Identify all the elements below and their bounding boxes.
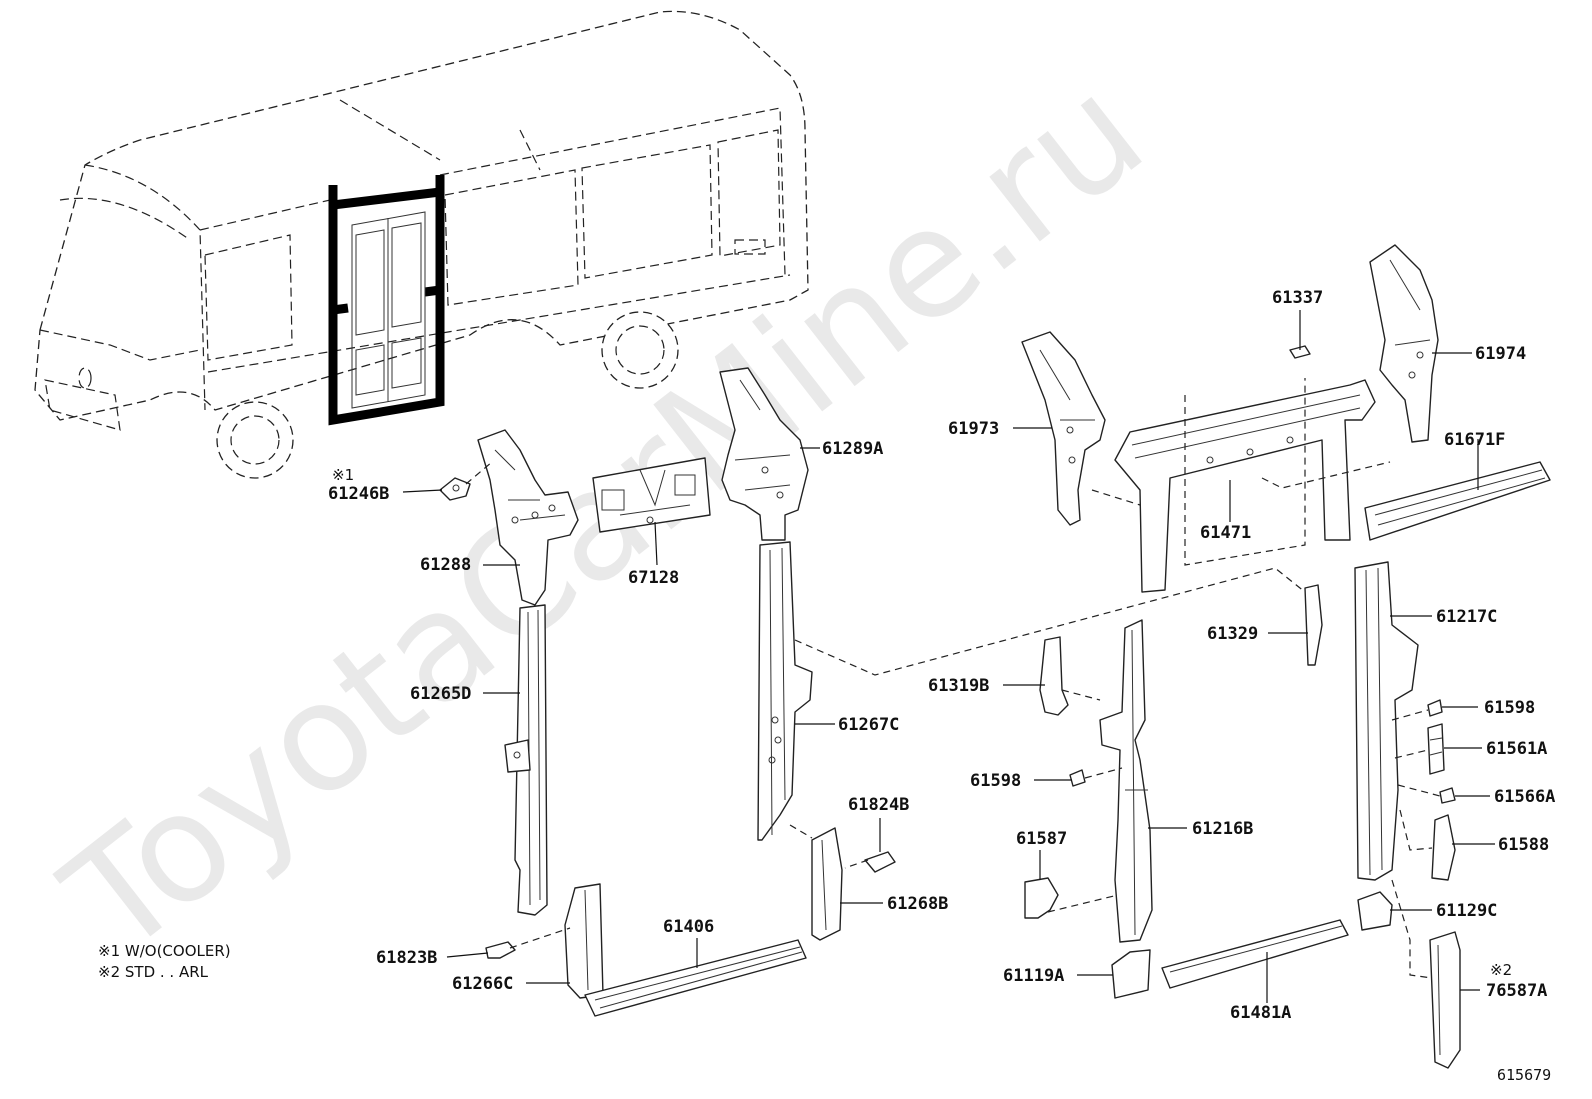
part-labels: ※1 61246B 61288 61265D 61823B 61266C 671… xyxy=(98,288,1555,1084)
part-61329 xyxy=(1304,584,1323,666)
note-2: ※2 STD . . ARL xyxy=(98,963,209,981)
label-61481A: 61481A xyxy=(1230,1003,1291,1023)
label-61329: 61329 xyxy=(1207,624,1258,644)
part-61561A xyxy=(1427,723,1445,775)
label-61319B: 61319B xyxy=(928,676,989,696)
part-61129C xyxy=(1357,891,1393,931)
part-61566A xyxy=(1439,787,1456,804)
label-61824B: 61824B xyxy=(848,795,909,815)
part-61266C xyxy=(564,883,604,999)
part-61217C xyxy=(1354,561,1419,881)
part-61289A xyxy=(719,367,809,541)
part-61671F xyxy=(1364,461,1551,541)
part-61406 xyxy=(584,939,807,1017)
label-61216B: 61216B xyxy=(1192,819,1253,839)
label-61268B: 61268B xyxy=(887,894,948,914)
label-61588: 61588 xyxy=(1498,835,1549,855)
label-61973: 61973 xyxy=(948,419,999,439)
label-61337: 61337 xyxy=(1272,288,1323,308)
part-61265D xyxy=(504,604,548,916)
part-61824B xyxy=(864,851,896,873)
label-61246B: 61246B xyxy=(328,484,389,504)
part-76587A xyxy=(1429,931,1461,1069)
label-61406: 61406 xyxy=(663,917,714,937)
part-61246B xyxy=(439,477,471,501)
part-61598-right xyxy=(1427,699,1443,717)
part-61268B xyxy=(811,827,843,941)
label-61561A: 61561A xyxy=(1486,739,1547,759)
label-61288: 61288 xyxy=(420,555,471,575)
label-61974: 61974 xyxy=(1475,344,1526,364)
label-61266C: 61266C xyxy=(452,974,513,994)
label-61267C: 61267C xyxy=(838,715,899,735)
label-61598-right: 61598 xyxy=(1484,698,1535,718)
leader-lines xyxy=(402,310,1495,1003)
assembly-lines xyxy=(465,378,1441,979)
part-61119A xyxy=(1111,949,1151,999)
label-61217C: 61217C xyxy=(1436,607,1497,627)
part-67128 xyxy=(592,457,711,533)
note-mark-1: ※1 xyxy=(332,466,354,484)
part-61823B xyxy=(485,941,516,959)
figure-reference: 615679 xyxy=(1497,1066,1551,1084)
label-61598-left: 61598 xyxy=(970,771,1021,791)
part-61481A xyxy=(1161,919,1349,989)
part-61319B xyxy=(1039,636,1069,716)
part-61267C xyxy=(757,541,813,841)
label-76587A: 76587A xyxy=(1486,981,1547,1001)
part-61974 xyxy=(1369,244,1439,443)
label-61823B: 61823B xyxy=(376,948,437,968)
label-61587: 61587 xyxy=(1016,829,1067,849)
label-61289A: 61289A xyxy=(822,439,883,459)
bus-illustration xyxy=(34,10,809,479)
part-61973 xyxy=(1021,331,1106,526)
label-67128: 67128 xyxy=(628,568,679,588)
part-61598-left xyxy=(1069,769,1086,787)
label-61566A: 61566A xyxy=(1494,787,1555,807)
part-61288 xyxy=(477,429,579,606)
part-61588 xyxy=(1431,814,1456,881)
part-61471 xyxy=(1114,379,1376,593)
part-61587 xyxy=(1024,877,1059,919)
label-61119A: 61119A xyxy=(1003,966,1064,986)
label-61265D: 61265D xyxy=(410,684,471,704)
label-61129C: 61129C xyxy=(1436,901,1497,921)
label-61671F: 61671F xyxy=(1444,430,1505,450)
note-1: ※1 W/O(COOLER) xyxy=(98,942,231,960)
part-61216B xyxy=(1099,619,1153,943)
note-mark-2: ※2 xyxy=(1490,961,1512,979)
label-61471: 61471 xyxy=(1200,523,1251,543)
